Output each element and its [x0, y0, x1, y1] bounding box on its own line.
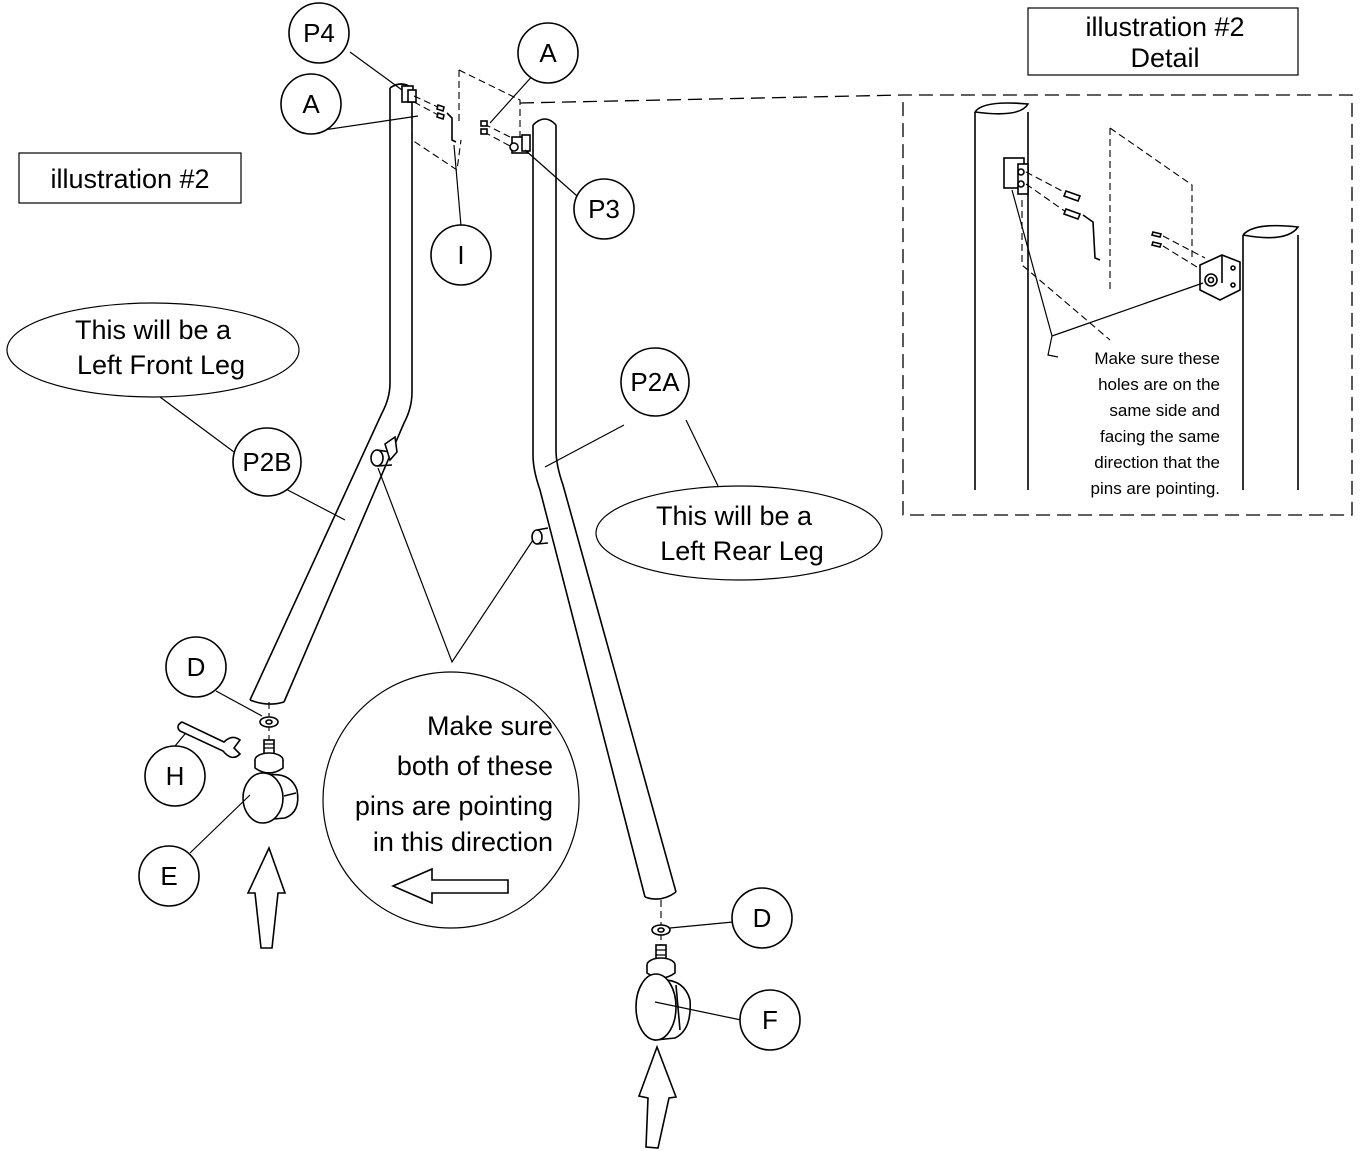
callout-d-left: D: [165, 636, 227, 698]
detail-note-line-1: Make sure these: [1094, 349, 1220, 368]
front-leg-note-line-2: Left Front Leg: [77, 350, 245, 380]
callout-d-right: D: [731, 887, 793, 949]
up-arrow-rear: [637, 1044, 678, 1149]
front-caster: [242, 702, 299, 824]
detail-panel: Make sure these holes are on the same si…: [519, 94, 1353, 516]
rear-leg-note-line-2: Left Rear Leg: [660, 536, 824, 566]
callout-f-label: F: [762, 1005, 778, 1035]
bracket-plane-right: [458, 69, 521, 140]
front-leg-p2b: [249, 83, 413, 705]
illustration-title-box: illustration #2: [18, 152, 242, 204]
detail-note-line-3: same side and: [1109, 401, 1220, 420]
callout-a-right: A: [517, 22, 579, 84]
detail-note-line-5: direction that the: [1094, 453, 1220, 472]
callout-p2b: P2B: [232, 427, 302, 497]
callout-p3-label: P3: [588, 194, 620, 224]
rear-leg-note: This will be a Left Rear Leg: [595, 485, 883, 581]
callout-d-right-label: D: [753, 903, 772, 933]
callout-a-right-label: A: [539, 38, 557, 68]
pins-note-line-1: Make sure: [427, 711, 553, 741]
pins-note-line-2: both of these: [397, 751, 553, 781]
callout-e: E: [138, 845, 200, 907]
bracket-p3: [480, 120, 531, 154]
callout-p2b-label: P2B: [242, 447, 291, 477]
callout-p2a: P2A: [620, 347, 690, 417]
callout-p3: P3: [573, 178, 635, 240]
front-leg-leader: [159, 396, 346, 521]
detail-note-line-2: holes are on the: [1098, 375, 1220, 394]
bracket-plane-left: [411, 110, 462, 171]
pins-note: Make sure both of these pins are pointin…: [322, 467, 580, 929]
detail-title-line-2: Detail: [1130, 43, 1199, 73]
callout-leaders: [174, 51, 742, 1021]
callout-p4-label: P4: [303, 18, 335, 48]
rear-caster: [635, 900, 692, 1041]
front-leg-note-line-1: This will be a: [75, 315, 232, 345]
callout-h: H: [144, 745, 206, 807]
front-leg-note: This will be a Left Front Leg: [6, 302, 300, 398]
detail-note-line-6: pins are pointing.: [1091, 479, 1220, 498]
detail-title-box: illustration #2 Detail: [1027, 7, 1299, 76]
callouts: P4 A A P3 I P2A P2B D H E D F: [138, 2, 801, 1051]
callout-f: F: [739, 989, 801, 1051]
detail-title-line-1: illustration #2: [1085, 12, 1244, 42]
callout-i-label: I: [457, 240, 464, 270]
illustration-title: illustration #2: [50, 164, 209, 194]
rear-leg-note-line-1: This will be a: [656, 501, 813, 531]
callout-h-label: H: [166, 761, 185, 791]
rear-leg-leader: [544, 419, 719, 487]
pins-note-line-4: in this direction: [373, 827, 553, 857]
detail-note: Make sure these holes are on the same si…: [1091, 349, 1220, 498]
callout-e-label: E: [160, 861, 177, 891]
wrench-h: [177, 721, 242, 759]
callout-p2a-label: P2A: [630, 367, 680, 397]
callout-a-left-label: A: [302, 89, 320, 119]
callout-d-left-label: D: [187, 652, 206, 682]
direction-arrow: [390, 867, 509, 905]
callout-p4: P4: [288, 2, 350, 64]
rear-leg-pin: [531, 527, 549, 545]
front-leg-pin: [370, 435, 398, 467]
detail-note-line-4: facing the same: [1100, 427, 1220, 446]
up-arrow-front: [246, 845, 287, 949]
callout-i: I: [430, 224, 492, 286]
rear-leg-p2a: [531, 118, 677, 900]
pins-note-line-3: pins are pointing: [355, 791, 553, 821]
bracket-p4: [401, 85, 457, 143]
callout-a-left: A: [280, 73, 342, 135]
